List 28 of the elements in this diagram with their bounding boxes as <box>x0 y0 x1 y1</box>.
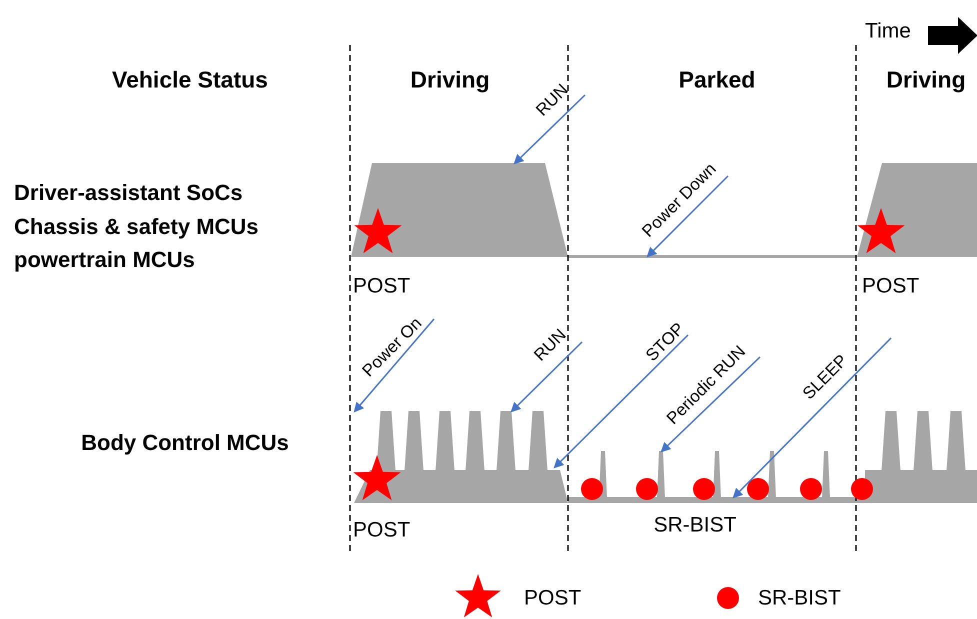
legend-label: SR-BIST <box>758 588 841 608</box>
text-label: Time <box>865 20 911 42</box>
pulse-waveform <box>568 451 865 503</box>
heading-label: Chassis & safety MCUs <box>14 216 259 238</box>
pulse-waveform <box>354 411 568 503</box>
arrow <box>514 94 586 164</box>
heading-label: Driver-assistant SoCs <box>14 182 243 204</box>
arrow <box>554 334 689 468</box>
power-off-line <box>568 255 857 258</box>
arrow <box>646 175 729 258</box>
text-label: POST <box>353 520 410 540</box>
arrow <box>354 318 435 413</box>
power-waveform <box>857 163 977 257</box>
text-label: SR-BIST <box>654 514 736 536</box>
arrow <box>510 341 583 412</box>
text-label: POST <box>353 276 410 296</box>
heading-label: Parked <box>678 68 756 92</box>
pulse-waveform <box>865 411 977 503</box>
power-waveform <box>351 163 568 257</box>
text-label: POST <box>862 276 920 296</box>
arrow <box>660 356 761 452</box>
heading-label: powertrain MCUs <box>14 249 195 271</box>
heading-label: Vehicle Status <box>112 68 268 92</box>
arrow <box>732 337 892 498</box>
heading-label: Body Control MCUs <box>81 432 289 454</box>
heading-label: Driving <box>410 68 490 92</box>
heading-label: Driving <box>886 68 966 92</box>
legend-label: POST <box>524 588 582 608</box>
